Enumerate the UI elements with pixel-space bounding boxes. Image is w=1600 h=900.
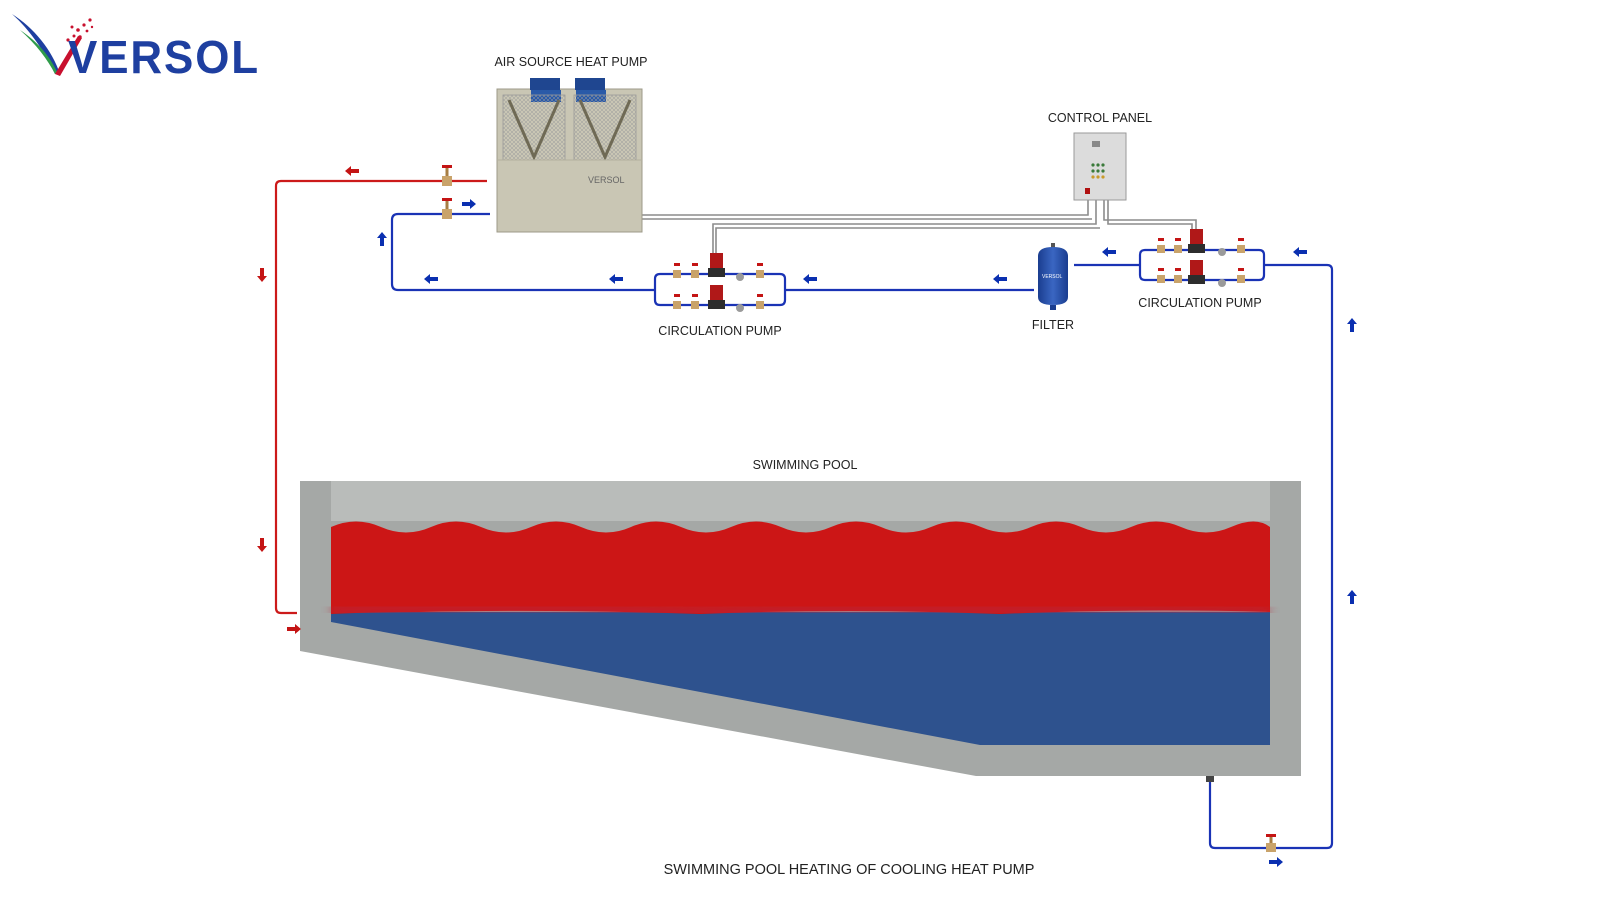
air-source-heat-pump: VERSOL: [496, 78, 643, 233]
flow-arrows-cold: [377, 199, 1357, 867]
left-circulation-pump: [673, 253, 764, 312]
hot-water-line: [274, 179, 487, 615]
flow-arrows-hot: [257, 166, 359, 634]
logo-dots: [66, 18, 94, 42]
left-circulation-pump-label: CIRCULATION PUMP: [658, 324, 781, 338]
filter-label: FILTER: [1032, 318, 1074, 332]
swimming-pool: [300, 481, 1301, 782]
hot-water-layer: [330, 521, 1271, 617]
cold-water-layer: [331, 612, 1270, 745]
cold-water-line: [390, 212, 1334, 850]
right-circulation-pump: [1157, 229, 1245, 287]
pool-return-valve: [1266, 834, 1276, 852]
heat-pump-valves: [442, 165, 452, 219]
right-circulation-pump-label: CIRCULATION PUMP: [1138, 296, 1261, 310]
diagram-caption: SWIMMING POOL HEATING OF COOLING HEAT PU…: [664, 862, 1035, 878]
versol-logo: VERSOL: [12, 14, 260, 83]
swimming-pool-label: SWIMMING POOL: [753, 458, 858, 472]
logo-text: VERSOL: [68, 31, 260, 83]
filter-tank: VERSOL: [1038, 243, 1068, 310]
control-panel: [1073, 132, 1127, 201]
heat-pump-logo: VERSOL: [588, 175, 625, 185]
svg-text:VERSOL: VERSOL: [1042, 274, 1063, 280]
control-panel-label: CONTROL PANEL: [1048, 111, 1152, 125]
control-cables: [642, 200, 1197, 262]
heat-pump-label: AIR SOURCE HEAT PUMP: [494, 55, 647, 69]
